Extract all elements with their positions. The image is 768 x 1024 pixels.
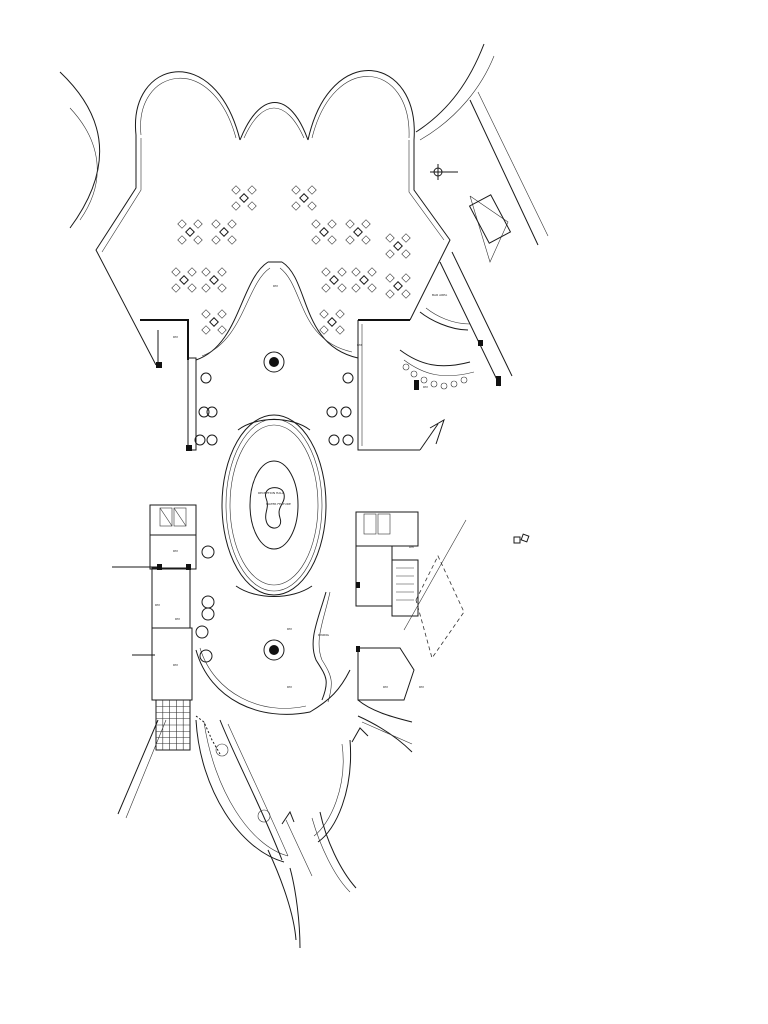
room-tags: RM RM RM RM RM RM RM RM RM RM RM RM RM [155,284,428,689]
room-tag: RM [287,627,292,631]
bar-stool [460,376,468,384]
lounge-chair [342,372,354,384]
room-tag: RM [419,685,424,689]
four-seat-table-icon [385,233,411,259]
four-seat-table-icon [321,267,347,293]
bar-stool [440,382,448,390]
lounge-chair [201,545,215,559]
room-tag: RM [357,343,362,347]
four-seat-table-icon [311,219,337,245]
lounge-chair [194,434,206,446]
room-tag: RM [423,385,428,389]
bar-stool [430,380,438,388]
four-seat-table-icon [177,219,203,245]
bar-zone-label: BAR AREA [432,293,448,297]
lobby-label: RECEPTION HALL [258,491,284,495]
bar-stool [410,370,418,378]
four-seat-table-icon [291,185,317,211]
staircase-icon [155,699,191,751]
lounge-seating [194,363,468,446]
stage-platform [195,261,359,373]
upper-zone-label: DINING [318,633,330,637]
room-tag: RM [173,549,178,553]
four-seat-table-icon [319,309,345,335]
left-room-block [140,319,197,451]
four-seat-table-icon [385,273,411,299]
lounge-chair [206,434,218,446]
room-tag: RM [287,685,292,689]
room-tag: RM [155,603,160,607]
four-seat-table-icon [201,267,227,293]
lounge-chair [199,649,213,663]
lounge-chair [200,372,212,384]
upper-hall-outline [59,43,549,366]
lower-right-block [351,511,467,753]
room-tag: RM [383,685,388,689]
bar-stool [402,363,410,371]
bar-stool [450,380,458,388]
room-tag: RM [175,617,180,621]
lounge-chair [328,434,340,446]
room-tag: RM [409,545,414,549]
lounge-chair [201,607,215,621]
right-room-block: BAR AREA [357,293,475,451]
right-entry-ramp [439,194,513,387]
lounge-chair [198,406,210,418]
entrance-landscape [195,715,357,949]
room-tag: RM [173,335,178,339]
room-tag: RM [273,284,278,288]
four-seat-table-icon [171,267,197,293]
lounge-chair [201,595,215,609]
four-seat-table-icon [351,267,377,293]
lounge-chair [206,406,218,418]
lower-lounge [195,591,351,715]
lower-left-block [112,504,197,819]
four-seat-table-icon [345,219,371,245]
four-seat-table-icon [201,309,227,335]
north-arrow-icon [430,164,458,180]
lounge-chair [195,625,209,639]
lounge-chair [340,406,352,418]
lounge-chair [342,434,354,446]
bar-stool [420,376,428,384]
rotunda: WATER FEATURE [221,414,327,597]
room-tag: RM [173,663,178,667]
dining-tables [171,185,411,335]
four-seat-table-icon [211,219,237,245]
lower-seats [195,545,215,663]
elevator-icon [159,507,173,527]
fountain-label: WATER FEATURE [266,502,291,506]
four-seat-table-icon [231,185,257,211]
workstation-icon [513,533,530,544]
lounge-chair [326,406,338,418]
